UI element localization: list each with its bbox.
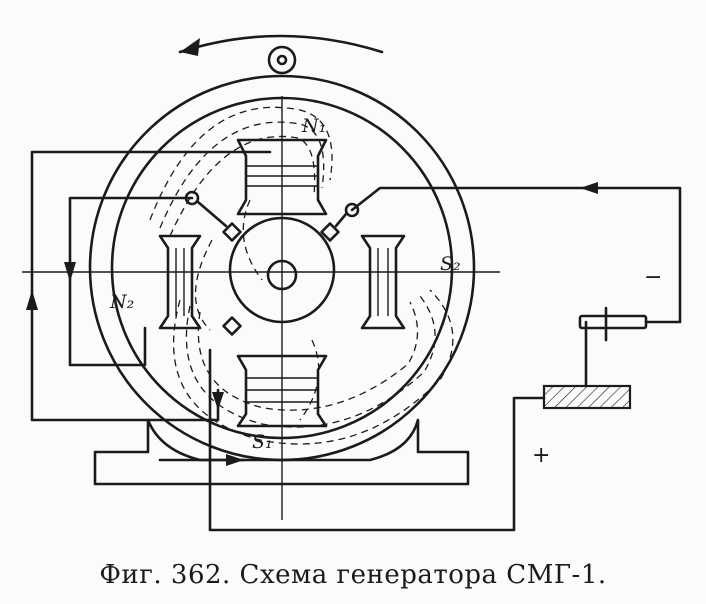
figure-caption: Фиг. 362. Схема генератора СМГ-1. <box>99 560 607 590</box>
pole-s2 <box>360 234 406 330</box>
label-n2: N₂ <box>109 291 134 313</box>
rotation-arrow <box>178 34 384 56</box>
label-n1: N₁ <box>301 115 326 137</box>
minus-sign: − <box>644 265 662 290</box>
plus-sign: + <box>532 443 550 468</box>
label-s1: S₁ <box>252 431 273 453</box>
generator-schematic: N₁ N₂ S₁ S₂ − + <box>22 34 682 532</box>
label-s2: S₂ <box>440 253 461 275</box>
brushes <box>184 190 360 336</box>
machine-base <box>93 418 470 486</box>
switch-icon <box>578 306 648 342</box>
center-lines <box>22 96 500 520</box>
flux-lines <box>149 106 454 445</box>
external-wiring <box>26 150 682 532</box>
resistor-icon <box>542 384 632 410</box>
lifting-eye <box>267 45 297 75</box>
pole-n2 <box>158 234 202 330</box>
